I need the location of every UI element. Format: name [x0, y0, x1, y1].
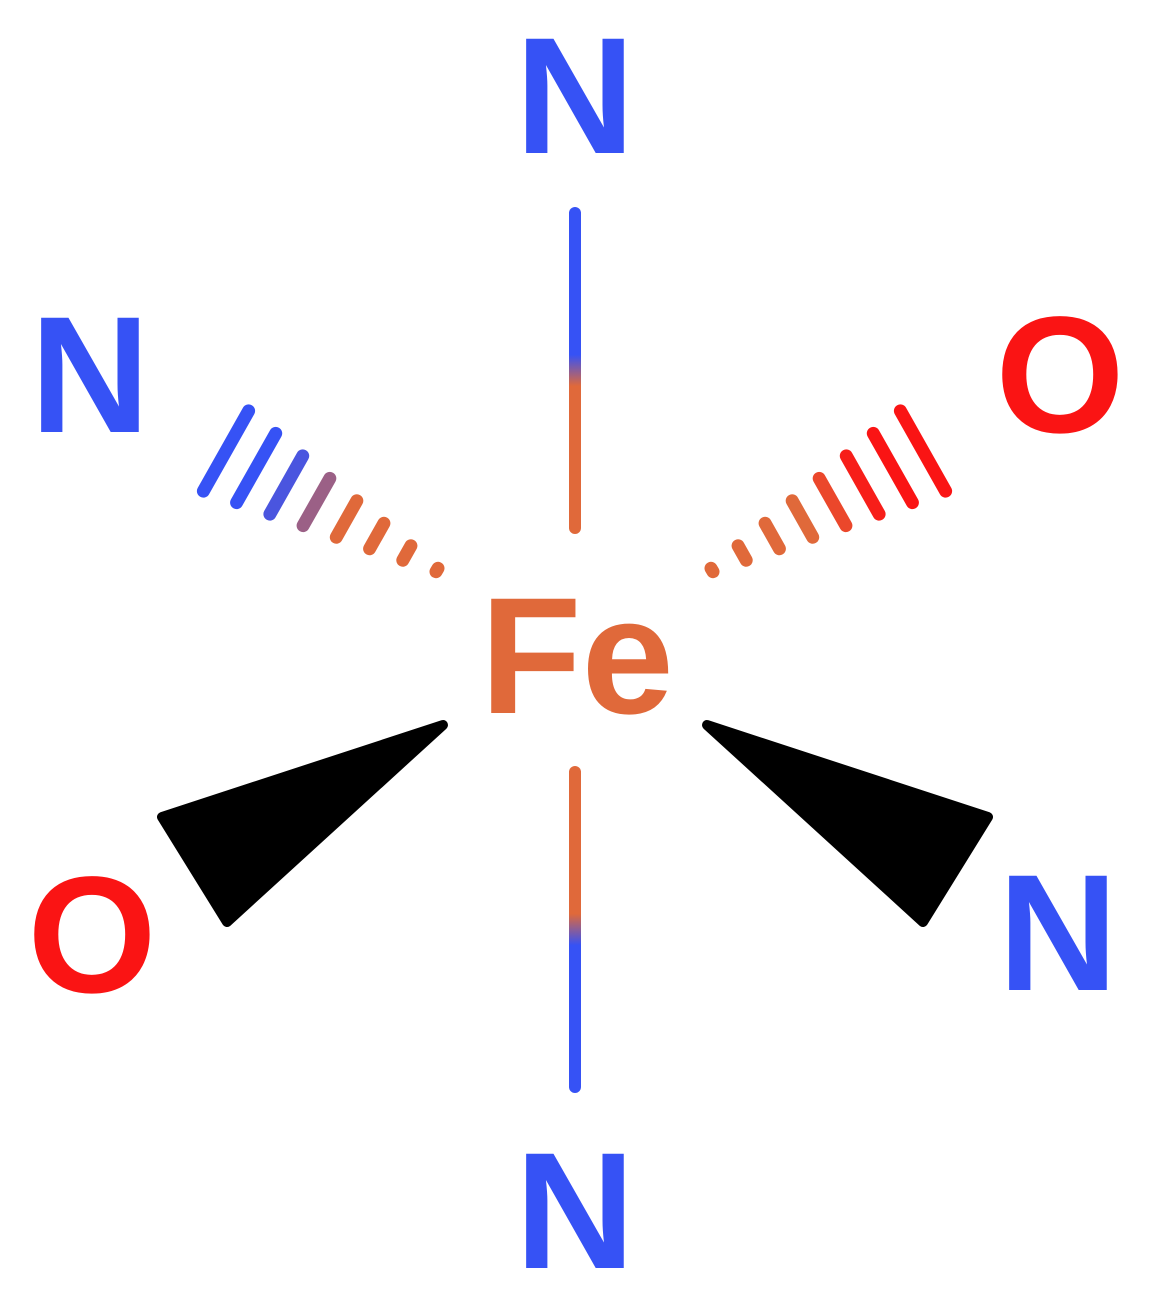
bond-fe-n-upper-left-hashed-wedge: [196, 404, 445, 579]
atom-o-lower-left: O: [27, 843, 156, 1028]
hash-left-hash-8: [196, 404, 256, 498]
atom-fe-center: Fe: [480, 564, 674, 749]
hash-left-hash-5: [296, 471, 337, 533]
atom-o-upper-right: O: [995, 283, 1124, 468]
hash-right-hash-4: [785, 494, 820, 544]
hash-right-hash-5: [812, 471, 853, 533]
hash-left-hash-4: [329, 494, 364, 544]
hash-right-hash-6: [839, 449, 886, 521]
atom-n-top: N: [515, 4, 635, 189]
bond-fe-n-lower-right-solid-wedge: [702, 720, 993, 927]
hash-left-hash-2: [396, 539, 418, 567]
hash-right-hash-7: [866, 426, 919, 510]
bond-fe-o-lower-left-solid-wedge: [157, 720, 448, 927]
hash-left-hash-3: [363, 516, 391, 556]
atom-n-bottom: N: [515, 1119, 635, 1304]
atom-n-lower-right: N: [998, 841, 1118, 1026]
atom-n-upper-left: N: [30, 283, 150, 468]
hash-right-hash-2: [731, 539, 753, 567]
hash-right-hash-8: [893, 404, 953, 498]
hash-left-hash-1: [429, 561, 445, 579]
hash-left-hash-7: [230, 426, 283, 510]
hash-left-hash-6: [263, 449, 310, 521]
hash-right-hash-1: [704, 561, 720, 579]
hash-right-hash-3: [758, 516, 786, 556]
bond-fe-o-upper-right-hashed-wedge: [704, 404, 953, 579]
